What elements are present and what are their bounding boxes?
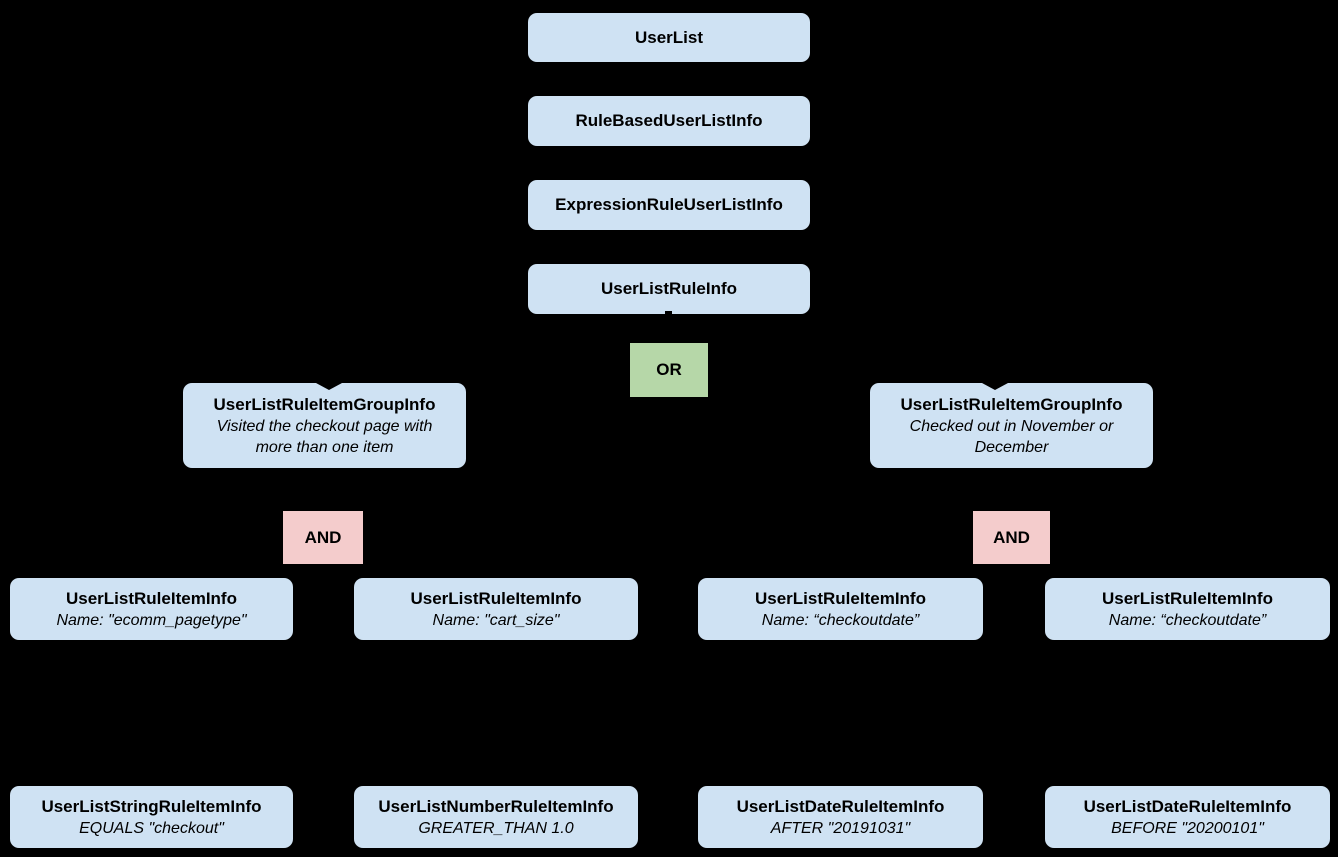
node-expression-rule-user-list-info: ExpressionRuleUserListInfo: [528, 180, 810, 230]
leaf-item-title: UserListDateRuleItemInfo: [1083, 796, 1292, 816]
node-userlist-label: UserList: [634, 27, 704, 47]
rule-item-checkoutdate-2: UserListRuleItemInfo Name: “checkoutdate…: [1045, 578, 1330, 640]
node-user-list-rule-info-label: UserListRuleInfo: [600, 279, 738, 298]
leaf-item-title: UserListStringRuleItemInfo: [41, 796, 262, 816]
group-right-title: UserListRuleItemGroupInfo: [900, 394, 1123, 414]
rule-item-checkoutdate-1: UserListRuleItemInfo Name: “checkoutdate…: [698, 578, 983, 640]
rule-item-subtitle: Name: “checkoutdate”: [1108, 611, 1267, 629]
leaf-item-number-rule: UserListNumberRuleItemInfo GREATER_THAN …: [354, 786, 638, 848]
leaf-item-date-rule-before: UserListDateRuleItemInfo BEFORE "2020010…: [1045, 786, 1330, 848]
rule-item-title: UserListRuleItemInfo: [410, 588, 582, 608]
leaf-item-title: UserListNumberRuleItemInfo: [378, 796, 614, 816]
node-rule-based-user-list-info: RuleBasedUserListInfo: [528, 96, 810, 146]
group-right-description: Checked out in November or December: [909, 417, 1114, 456]
and-operator-right-label: AND: [993, 527, 1030, 547]
leaf-item-subtitle: GREATER_THAN 1.0: [418, 819, 574, 837]
node-user-list-rule-info: UserListRuleInfo: [528, 264, 810, 314]
and-operator-left-label: AND: [304, 527, 342, 547]
rule-item-subtitle: Name: "cart_size": [432, 611, 560, 629]
and-operator-right: AND: [973, 511, 1050, 564]
leaf-item-string-rule: UserListStringRuleItemInfo EQUALS "check…: [10, 786, 293, 848]
or-operator: OR: [630, 343, 708, 397]
leaf-item-title: UserListDateRuleItemInfo: [736, 796, 945, 816]
arrowhead-notch: [982, 383, 1008, 390]
leaf-item-subtitle: BEFORE "20200101": [1111, 819, 1264, 837]
connector-stub: [665, 311, 672, 314]
rule-item-cart-size: UserListRuleItemInfo Name: "cart_size": [354, 578, 638, 640]
node-expression-rule-user-list-info-label: ExpressionRuleUserListInfo: [555, 195, 783, 214]
or-operator-label: OR: [656, 360, 682, 379]
rule-item-ecomm-pagetype: UserListRuleItemInfo Name: "ecomm_pagety…: [10, 578, 293, 640]
node-rule-based-user-list-info-label: RuleBasedUserListInfo: [575, 111, 763, 130]
arrowhead-notch: [316, 383, 342, 390]
rule-item-title: UserListRuleItemInfo: [755, 588, 926, 608]
group-node-left: UserListRuleItemGroupInfo Visited the ch…: [183, 383, 466, 468]
leaf-item-date-rule-after: UserListDateRuleItemInfo AFTER "20191031…: [698, 786, 983, 848]
node-userlist: UserList: [528, 13, 810, 62]
group-left-description: Visited the checkout page with more than…: [216, 417, 433, 456]
rule-item-title: UserListRuleItemInfo: [66, 588, 237, 608]
group-node-right: UserListRuleItemGroupInfo Checked out in…: [870, 383, 1153, 468]
rule-item-subtitle: Name: “checkoutdate”: [761, 611, 920, 629]
rule-item-title: UserListRuleItemInfo: [1102, 588, 1273, 608]
rule-item-subtitle: Name: "ecomm_pagetype": [56, 611, 247, 629]
group-left-title: UserListRuleItemGroupInfo: [213, 394, 436, 414]
leaf-item-subtitle: EQUALS "checkout": [79, 819, 224, 837]
and-operator-left: AND: [283, 511, 363, 564]
leaf-item-subtitle: AFTER "20191031": [770, 819, 911, 837]
